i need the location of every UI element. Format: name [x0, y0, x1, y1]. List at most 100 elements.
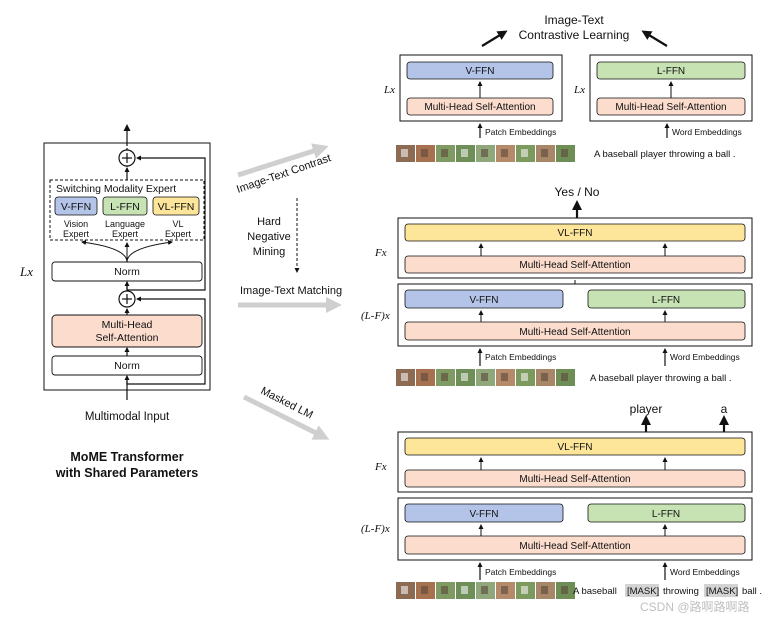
contrastive-title: Image-Text [544, 13, 604, 27]
top-v-ffn-label: V-FFN [466, 66, 495, 77]
vl-expert-label: VL [172, 219, 183, 229]
image-patch-detail [481, 149, 488, 157]
matching-section: Yes / No Fx VL-FFN Multi-Head Self-Atten… [361, 185, 753, 386]
hard-negative-label: Hard [257, 216, 281, 228]
vision-expert-label: Vision [64, 219, 88, 229]
image-patch-detail [421, 373, 428, 381]
mlm-sentence-part: A baseball [573, 586, 617, 597]
image-patch-detail [461, 586, 468, 594]
top-l-ffn-box [596, 61, 746, 80]
left-lx-label: Lx [19, 264, 33, 279]
image-patch-detail [561, 373, 568, 381]
image-patch-detail [461, 373, 468, 381]
image-patch-detail [401, 373, 408, 381]
vision-expert-label: Expert [63, 229, 90, 239]
mlm-lfx: (L-F)x [361, 523, 390, 535]
mlm-fx: Fx [374, 461, 387, 473]
left-l-ffn-box [102, 196, 148, 216]
top-right-attention-box [596, 97, 746, 116]
language-expert-label: Language [105, 219, 145, 229]
image-patch-detail [521, 586, 528, 594]
itm-attention-bottom-label: Multi-Head Self-Attention [519, 327, 630, 338]
left-v-ffn-box [54, 196, 98, 216]
mask-token-bg [704, 584, 738, 597]
itm-v-ffn-label: V-FFN [470, 295, 499, 306]
matching-label: Image-Text Matching [240, 285, 342, 297]
itm-fx: Fx [374, 247, 387, 259]
contrast-right-arrow [641, 30, 668, 47]
mask-token: [MASK] [706, 586, 738, 597]
mask-token-bg [625, 584, 659, 597]
mlm-v-ffn-box [404, 503, 564, 523]
image-patch-detail [481, 586, 488, 594]
left-v-ffn-label: V-FFN [61, 201, 91, 213]
left-l-ffn-label: L-FFN [110, 201, 140, 213]
left-attention-label: Self-Attention [95, 332, 158, 344]
mlm-sentence-part: throwing [663, 586, 699, 597]
itm-attention-bottom-box [404, 321, 746, 341]
masked-lm-arrow [242, 394, 330, 440]
image-patch-detail [421, 586, 428, 594]
image-patch-detail [501, 586, 508, 594]
image-patch-detail [561, 149, 568, 157]
mlm-output-a: a [721, 402, 728, 416]
norm-top-label: Norm [114, 266, 140, 278]
top-left-attention-box [406, 97, 554, 116]
contrast-left-arrow [481, 30, 508, 47]
image-patch-detail [501, 373, 508, 381]
top-right-lx: Lx [573, 84, 585, 96]
image-patches-itm [396, 369, 575, 386]
itm-sentence: A baseball player throwing a ball . [590, 373, 732, 384]
language-expert-label: Expert [112, 229, 139, 239]
mlm-l-ffn-box [587, 503, 746, 523]
top-sentence: A baseball player throwing a ball . [594, 149, 736, 160]
top-right-attention-label: Multi-Head Self-Attention [615, 102, 726, 113]
itm-vl-ffn-box [404, 223, 746, 242]
image-patch-detail [401, 149, 408, 157]
left-vl-ffn-label: VL-FFN [158, 201, 195, 213]
mome-caption: with Shared Parameters [55, 466, 198, 480]
masked-lm-section: player a Fx VL-FFN Multi-Head Self-Atten… [361, 402, 762, 599]
mome-caption: MoME Transformer [70, 450, 183, 464]
contrast-arrow [237, 143, 329, 178]
mlm-v-ffn-label: V-FFN [470, 509, 499, 520]
top-patch-label: Patch Embeddings [485, 127, 556, 137]
route-vl-arrow [126, 240, 173, 263]
itm-attention-top-label: Multi-Head Self-Attention [519, 260, 630, 271]
mlm-attention-top-label: Multi-Head Self-Attention [519, 474, 630, 485]
left-vl-ffn-box [152, 196, 200, 216]
mlm-vl-ffn-label: VL-FFN [558, 442, 593, 453]
image-patch-detail [441, 586, 448, 594]
image-patch-detail [421, 149, 428, 157]
norm-bottom-label: Norm [114, 360, 140, 372]
hard-negative-label: Mining [253, 246, 285, 258]
top-v-ffn-box [406, 61, 554, 80]
mask-token: [MASK] [627, 586, 659, 597]
itm-l-ffn-label: L-FFN [652, 295, 680, 306]
top-left-lx: Lx [383, 84, 395, 96]
image-patch-detail [541, 149, 548, 157]
image-patch-detail [481, 373, 488, 381]
top-left-attention-label: Multi-Head Self-Attention [424, 102, 535, 113]
mlm-output-player: player [630, 402, 663, 416]
image-patches-mlm [396, 582, 575, 599]
mlm-sentence-part: ball . [742, 586, 762, 597]
itm-patch-label: Patch Embeddings [485, 352, 556, 362]
mlm-attention-top-box [404, 469, 746, 488]
mlm-word-label: Word Embeddings [670, 567, 740, 577]
top-l-ffn-label: L-FFN [657, 66, 685, 77]
image-patch-detail [441, 373, 448, 381]
mlm-patch-label: Patch Embeddings [485, 567, 556, 577]
itm-v-ffn-box [404, 289, 564, 309]
watermark: CSDN @路啊路啊路 [640, 599, 750, 614]
image-patch-detail [541, 586, 548, 594]
vl-expert-label: Expert [165, 229, 192, 239]
image-patch-detail [461, 149, 468, 157]
mlm-attention-bottom-label: Multi-Head Self-Attention [519, 541, 630, 552]
contrastive-title: Contrastive Learning [519, 28, 630, 42]
image-patch-detail [521, 149, 528, 157]
itm-lfx: (L-F)x [361, 310, 390, 322]
pretraining-task-arrows: Image-Text Contrast Hard Negative Mining… [235, 143, 342, 440]
multimodal-input-label: Multimodal Input [85, 411, 170, 423]
